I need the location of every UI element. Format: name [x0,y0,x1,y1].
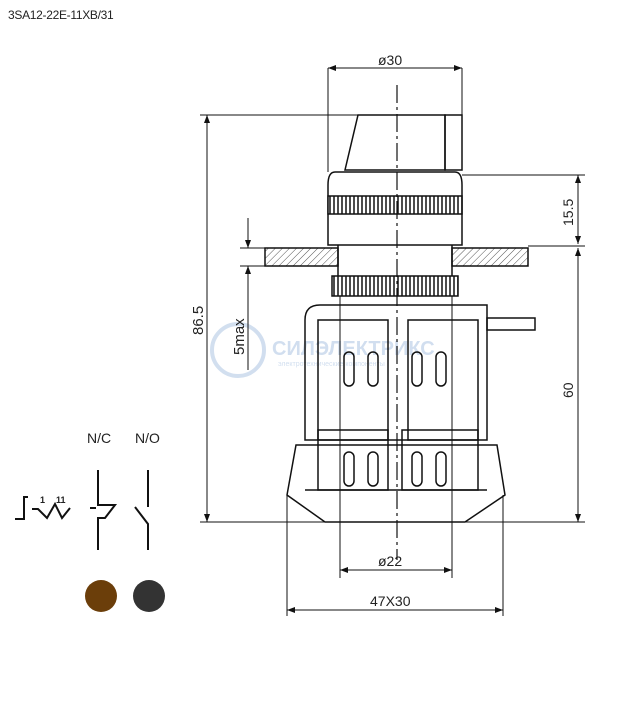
svg-text:СИЛЭЛЕКТРИКС: СИЛЭЛЕКТРИКС [272,338,435,360]
nc-contact-color [85,580,117,612]
svg-text:электротехнические компоненты: электротехнические компоненты [278,361,385,368]
dim-bezel-height: 15.5 [560,199,576,226]
position-1-label: 1 [40,495,45,505]
dim-mount-diameter: ø22 [378,553,402,569]
terminal-screws [343,351,447,487]
model-title: 3SA12-22E-11XB/31 [8,8,114,22]
dim-top-diameter: ø30 [378,52,402,68]
dim-panel-thickness: 5max [231,318,248,355]
position-11-label: 11 [56,495,66,505]
watermark-logo: СИЛЭЛЕКТРИКС электротехнические компонен… [210,322,435,378]
no-label: N/O [135,430,160,446]
switch-outline [264,85,536,560]
dimension-lines [200,65,585,616]
dim-total-height: 86.5 [190,306,207,335]
dim-body-height: 60 [560,382,576,398]
nc-label: N/C [87,430,111,446]
no-contact-color [133,580,165,612]
dim-base-size: 47X30 [370,593,411,609]
contact-schematic [15,470,149,550]
